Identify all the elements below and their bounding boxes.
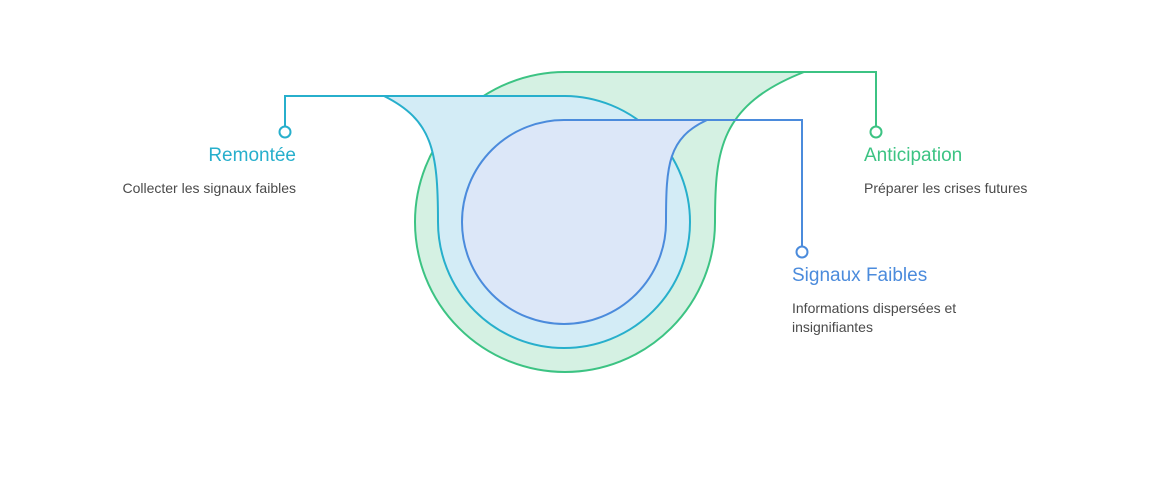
remontee-title: Remontée	[208, 145, 296, 166]
signaux-faibles-marker	[795, 245, 809, 259]
signaux-faibles-teardrop	[460, 118, 708, 325]
anticipation-description: Préparer les crises futures	[864, 180, 1028, 196]
signaux-faibles-connector	[707, 119, 803, 246]
remontee-description: Collecter les signaux faibles	[122, 180, 296, 196]
signaux-faibles-description: Informations dispersées et insignifiante…	[792, 300, 957, 335]
remontee-connector	[284, 95, 384, 126]
signaux-faibles-title: Signaux Faibles	[792, 265, 928, 286]
anticipation-title: Anticipation	[864, 145, 963, 166]
remontee-marker	[278, 125, 292, 139]
anticipation-marker	[869, 125, 883, 139]
anticipation-connector	[804, 71, 877, 126]
